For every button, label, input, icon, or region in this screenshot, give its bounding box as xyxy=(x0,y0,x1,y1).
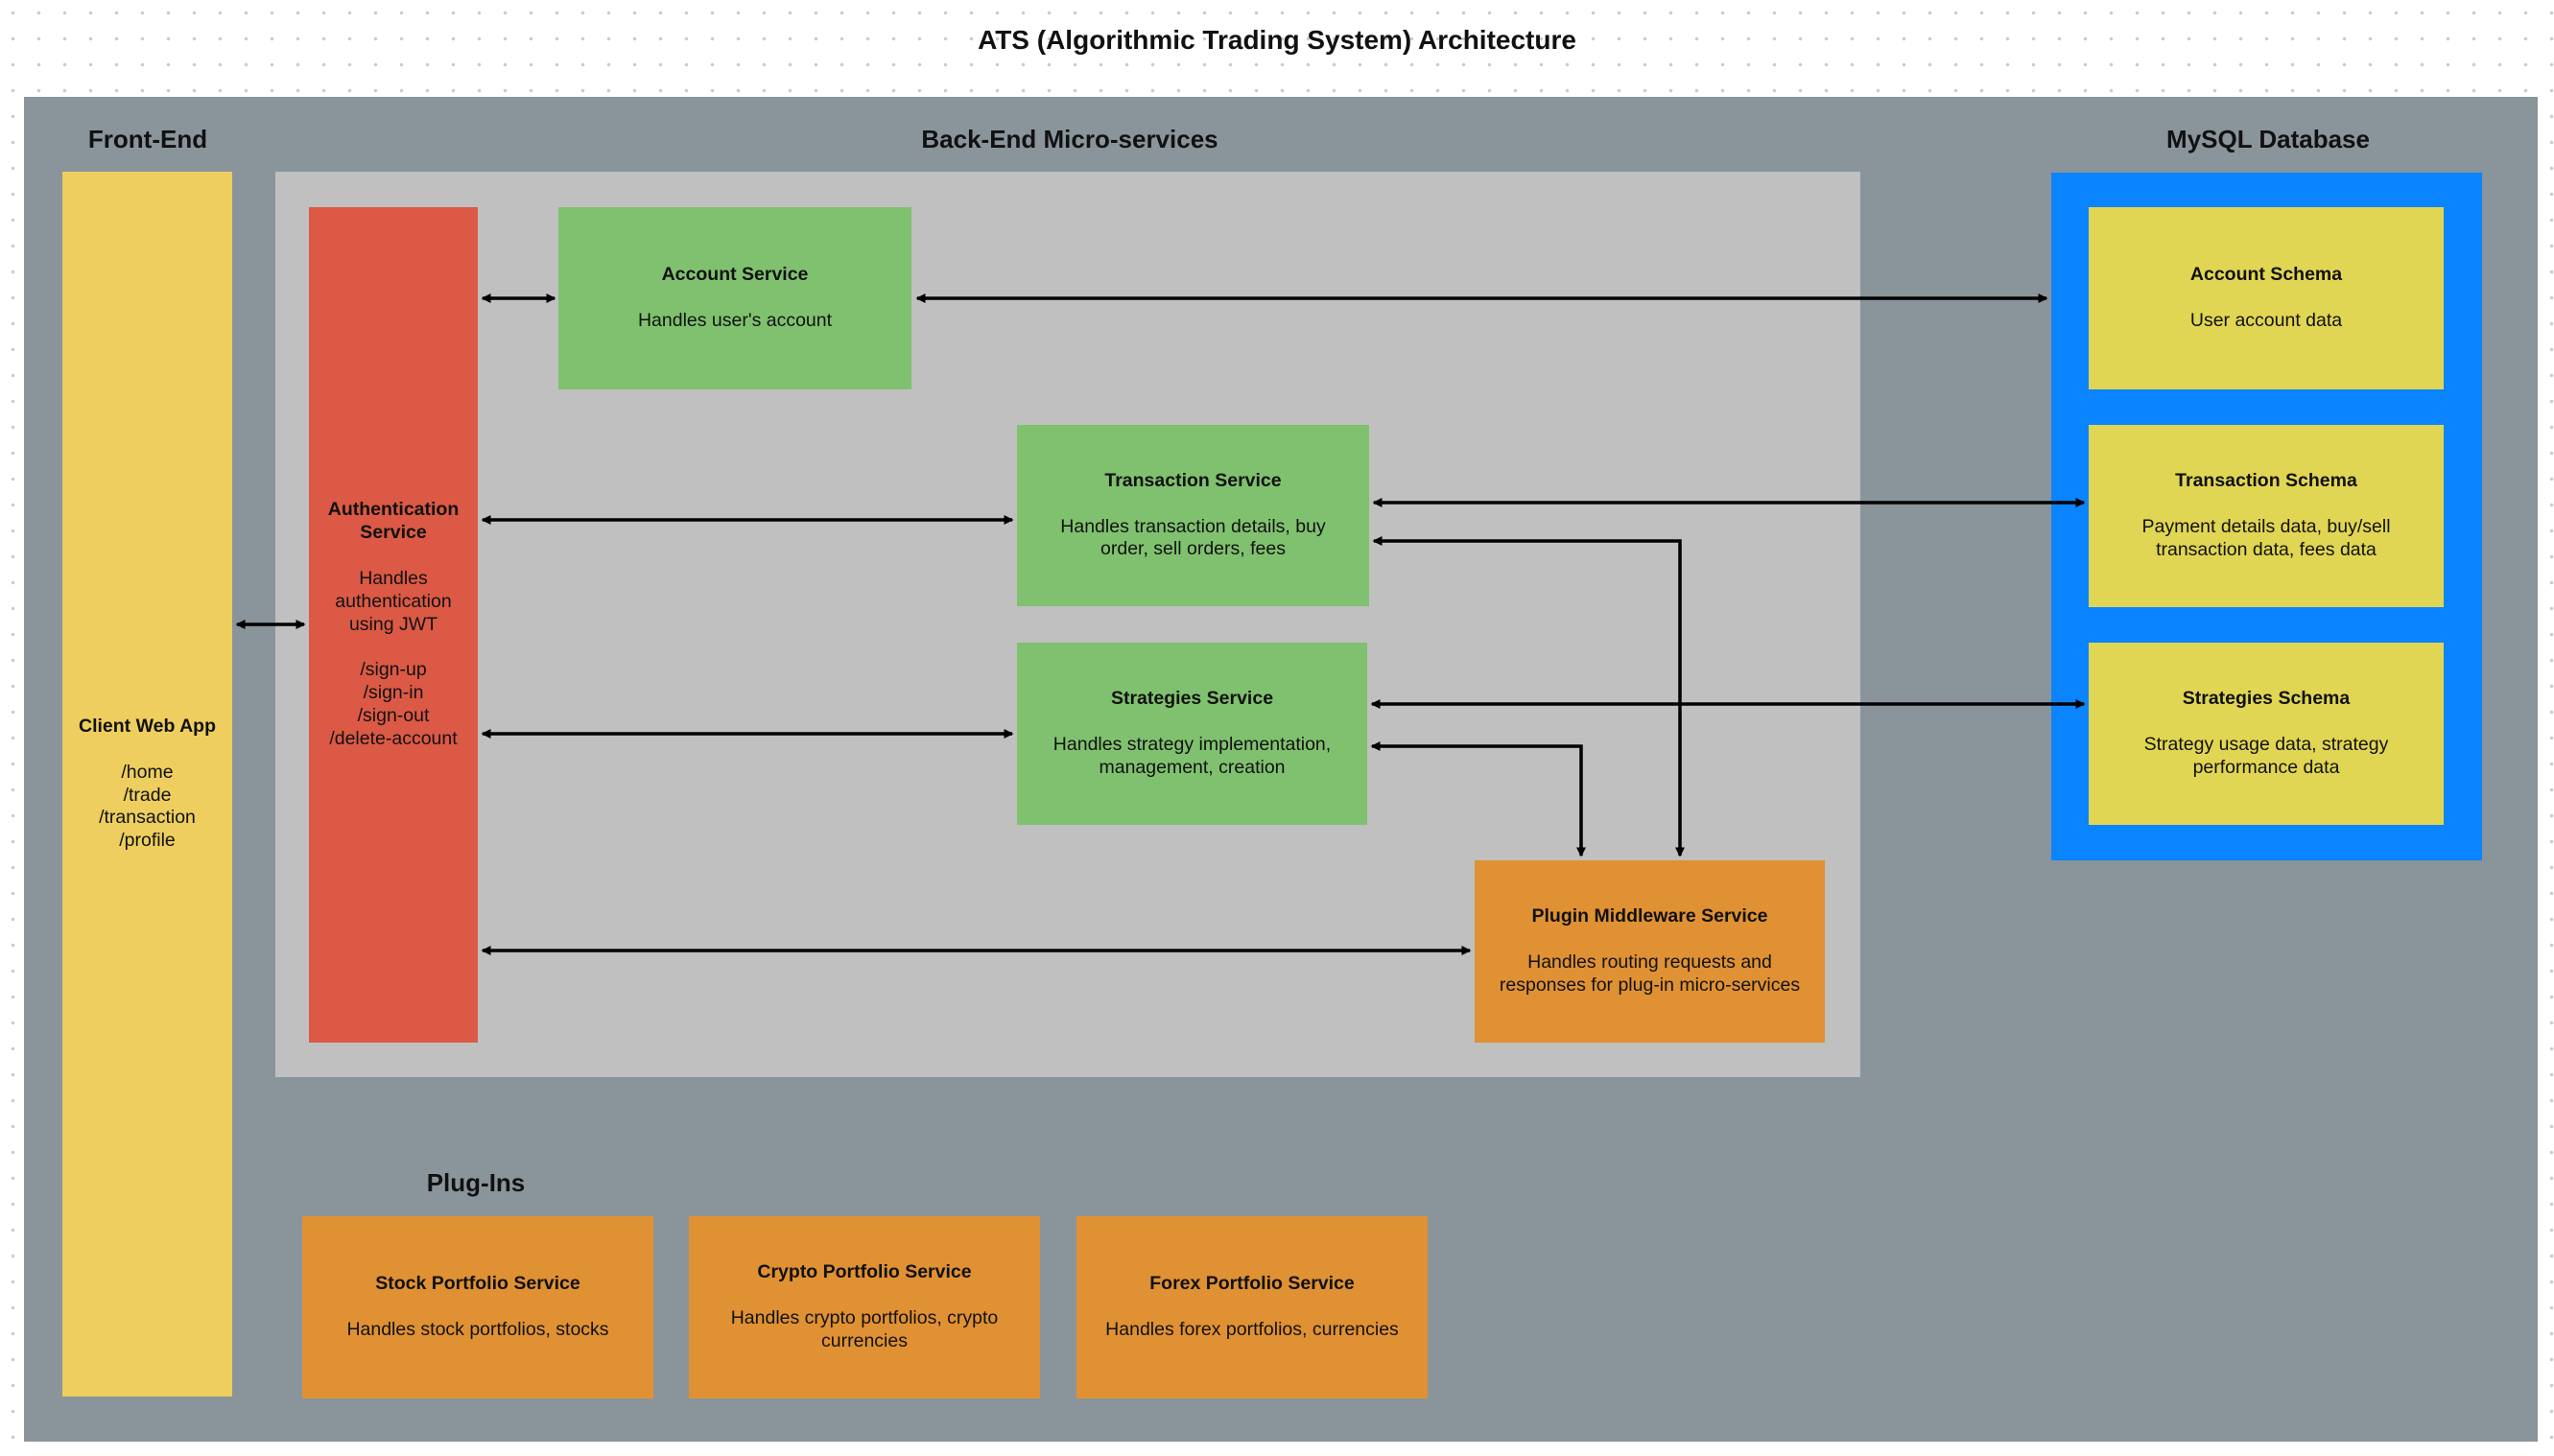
diagram-title: ATS (Algorithmic Trading System) Archite… xyxy=(978,25,1576,55)
strategies-service: Strategies Service Handles strategy impl… xyxy=(1017,643,1367,825)
account-service: Account Service Handles user's account xyxy=(558,207,911,389)
account-schema: Account Schema User account data xyxy=(2089,207,2444,389)
client-web-app-title: Client Web App xyxy=(79,716,216,738)
backend-section-title: Back-End Micro-services xyxy=(921,125,1218,153)
account-schema-desc: User account data xyxy=(2189,310,2343,331)
client-web-app: Client Web App /home /trade /transaction… xyxy=(62,172,232,1397)
plugin-middleware-service-desc: Handles routing requests and responses f… xyxy=(1499,951,1801,996)
forex-portfolio-service-desc: Handles forex portfolios, currencies xyxy=(1105,1319,1399,1340)
account-schema-title: Account Schema xyxy=(2189,264,2343,286)
strategies-service-desc: Handles strategy implementation, managem… xyxy=(1052,734,1332,778)
strategies-service-title: Strategies Service xyxy=(1110,688,1274,710)
database-section-title: MySQL Database xyxy=(2166,125,2370,153)
authentication-service-routes: /sign-up /sign-in /sign-out /delete-acco… xyxy=(329,659,458,749)
transaction-service: Transaction Service Handles transaction … xyxy=(1017,425,1369,606)
strategies-schema-title: Strategies Schema xyxy=(2182,688,2351,710)
forex-portfolio-service: Forex Portfolio Service Handles forex po… xyxy=(1076,1216,1428,1398)
transaction-schema: Transaction Schema Payment details data,… xyxy=(2089,425,2444,607)
strategies-schema: Strategies Schema Strategy usage data, s… xyxy=(2089,643,2444,825)
transaction-service-title: Transaction Service xyxy=(1104,469,1282,491)
account-service-desc: Handles user's account xyxy=(637,310,833,331)
account-service-title: Account Service xyxy=(661,264,809,286)
authentication-service-title: Authentication Service xyxy=(327,499,460,544)
crypto-portfolio-service: Crypto Portfolio Service Handles crypto … xyxy=(689,1216,1040,1398)
strategies-schema-desc: Strategy usage data, strategy performanc… xyxy=(2143,734,2389,778)
frontend-section-title: Front-End xyxy=(87,125,208,153)
stock-portfolio-service-title: Stock Portfolio Service xyxy=(375,1273,580,1295)
stock-portfolio-service: Stock Portfolio Service Handles stock po… xyxy=(302,1216,653,1398)
plugin-middleware-service-title: Plugin Middleware Service xyxy=(1531,905,1768,928)
crypto-portfolio-service-desc: Handles crypto portfolios, crypto curren… xyxy=(730,1307,999,1351)
plugin-middleware-service: Plugin Middleware Service Handles routin… xyxy=(1475,860,1825,1043)
transaction-service-desc: Handles transaction details, buy order, … xyxy=(1060,515,1326,560)
authentication-service-desc: Handles authentication using JWT xyxy=(335,568,452,635)
transaction-schema-title: Transaction Schema xyxy=(2175,470,2357,492)
client-web-app-routes: /home /trade /transaction /profile xyxy=(99,761,196,852)
forex-portfolio-service-title: Forex Portfolio Service xyxy=(1149,1273,1355,1295)
authentication-service: Authentication Service Handles authentic… xyxy=(309,207,478,1043)
plugins-section-title: Plug-Ins xyxy=(426,1168,526,1197)
transaction-schema-desc: Payment details data, buy/sell transacti… xyxy=(2141,516,2391,560)
stock-portfolio-service-desc: Handles stock portfolios, stocks xyxy=(346,1319,609,1340)
crypto-portfolio-service-title: Crypto Portfolio Service xyxy=(757,1261,972,1283)
